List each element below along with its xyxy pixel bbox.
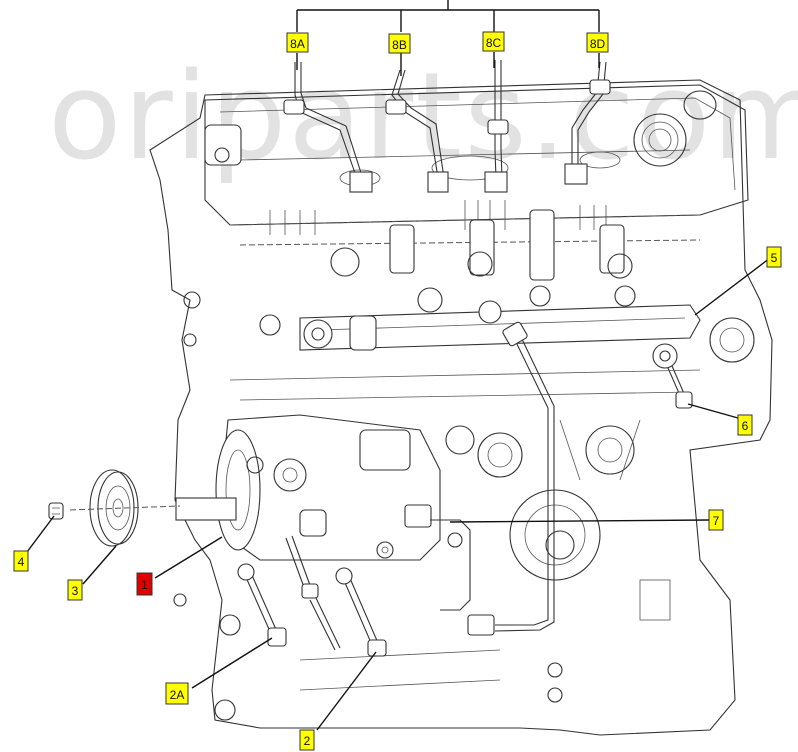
engine-block-outline <box>149 79 773 736</box>
callout-8A: 8A <box>286 32 309 53</box>
callout-label-1: 1 <box>141 578 148 592</box>
leader-lines <box>26 0 771 731</box>
callout-label-6: 6 <box>742 419 749 433</box>
callout-4: 4 <box>13 550 29 572</box>
callout-2: 2 <box>299 729 315 751</box>
callout-8C: 8C <box>482 31 505 52</box>
callout-8B: 8B <box>388 33 411 54</box>
callout-6: 6 <box>737 414 753 436</box>
callouts: 8A 8B 8C 8D 5 6 7 1 <box>13 31 782 751</box>
high-pressure-fuel-pump <box>175 414 471 611</box>
fuel-rail <box>299 285 701 369</box>
callout-label-8C: 8C <box>486 36 502 50</box>
callout-label-8B: 8B <box>392 38 407 52</box>
callout-label-5: 5 <box>771 251 778 265</box>
watermark: oriparts.com <box>48 48 798 187</box>
pump-mounting-bolts <box>237 535 387 657</box>
callout-3: 3 <box>67 579 83 601</box>
callout-label-2A: 2A <box>170 688 185 702</box>
injector-pipe-bracket <box>296 0 600 32</box>
sprocket-nut <box>48 502 64 520</box>
injector-pipes <box>283 60 611 193</box>
callout-2A: 2A <box>165 682 189 705</box>
callout-label-7: 7 <box>713 514 720 528</box>
callout-1: 1 <box>136 572 153 596</box>
callout-8D: 8D <box>586 32 609 53</box>
valve-cover <box>204 84 749 226</box>
callout-label-8D: 8D <box>590 37 606 51</box>
callout-label-2: 2 <box>304 734 311 748</box>
cylinder-block-details <box>173 247 755 721</box>
pump-sprocket <box>69 469 181 547</box>
rail-mounting-bolt <box>667 365 693 409</box>
callout-label-8A: 8A <box>290 37 305 51</box>
valve-cover-end-cap <box>204 124 242 166</box>
oil-filler-cap <box>633 113 687 167</box>
callout-5: 5 <box>766 246 782 268</box>
injector-row <box>229 200 701 281</box>
callout-label-4: 4 <box>18 555 25 569</box>
callout-label-3: 3 <box>72 584 79 598</box>
callout-7: 7 <box>708 509 724 531</box>
engine-assembly <box>48 60 773 736</box>
high-pressure-fuel-pipe <box>467 321 555 636</box>
